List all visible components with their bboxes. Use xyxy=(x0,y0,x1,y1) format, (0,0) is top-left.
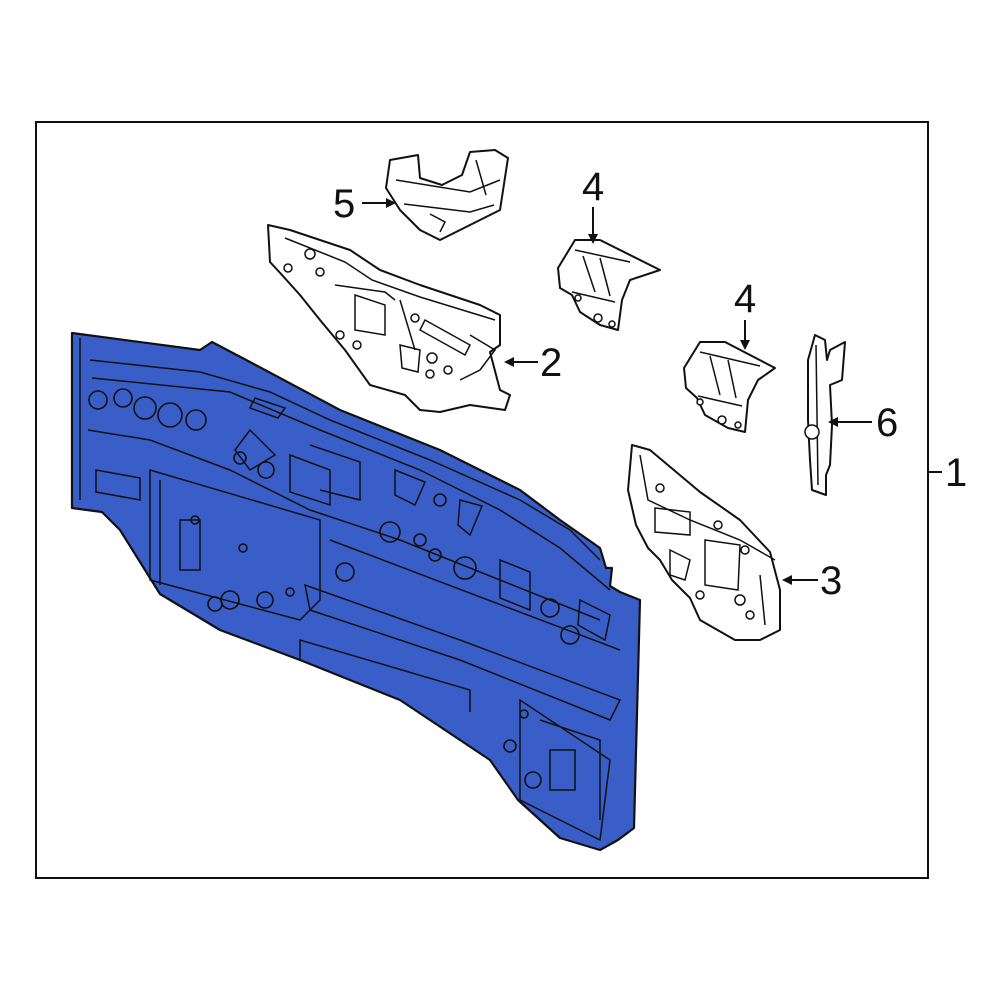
callout-4-lower: 4 xyxy=(734,277,756,321)
callout-5: 5 xyxy=(333,182,355,226)
diagram-frame xyxy=(35,121,929,879)
part-4-reinforcement-lower xyxy=(683,341,776,433)
rear-body-panel xyxy=(70,331,642,852)
part-4-reinforcement-upper xyxy=(557,239,661,331)
callout-2: 2 xyxy=(540,341,562,385)
callout-3: 3 xyxy=(820,559,842,603)
part-3-inner-panel xyxy=(627,444,781,641)
part-6-bracket xyxy=(804,334,846,496)
callout-4-upper: 4 xyxy=(582,165,604,209)
callout-6: 6 xyxy=(876,401,898,445)
callout-1: 1 xyxy=(945,451,967,495)
callout-arrows xyxy=(362,198,872,585)
part-5-bracket xyxy=(385,149,509,241)
part-2-inner-panel xyxy=(267,224,511,413)
